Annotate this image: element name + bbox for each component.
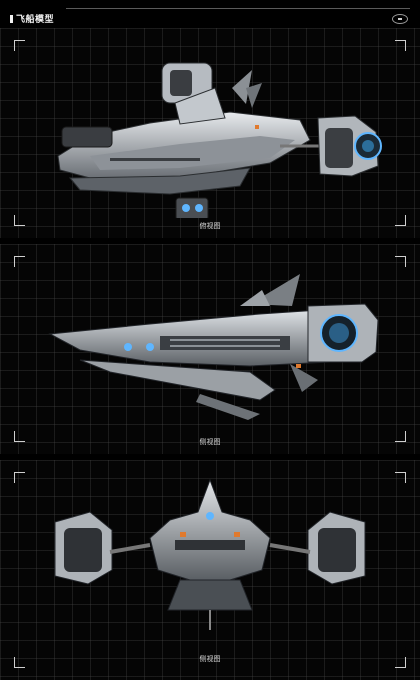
header: 飞船模型 [0,0,420,28]
title-marker [10,15,13,23]
view-caption: 侧视图 [199,655,221,663]
shield-logo-icon [392,14,408,24]
view-panel-side: 侧视图 [0,244,420,454]
corner-mark [395,40,406,51]
corner-mark [395,472,406,483]
corner-mark [14,215,25,226]
spaceship-side-image [48,274,379,420]
view-caption: 侧视图 [199,438,221,446]
corner-mark [395,431,406,442]
view-panel-top: 俯视图 [0,28,420,238]
page-title: 飞船模型 [16,15,55,25]
corner-mark [395,657,406,668]
header-divider [66,8,410,9]
view-panel-front: 侧视图 [0,460,420,680]
corner-mark [14,40,25,51]
corner-mark [14,657,25,668]
corner-mark [14,256,25,267]
corner-mark [14,431,25,442]
corner-mark [395,256,406,267]
corner-mark [395,215,406,226]
view-caption: 俯视图 [199,222,221,230]
corner-mark [14,472,25,483]
spaceship-perspective-image [57,62,382,218]
spaceship-front-image [54,478,366,630]
